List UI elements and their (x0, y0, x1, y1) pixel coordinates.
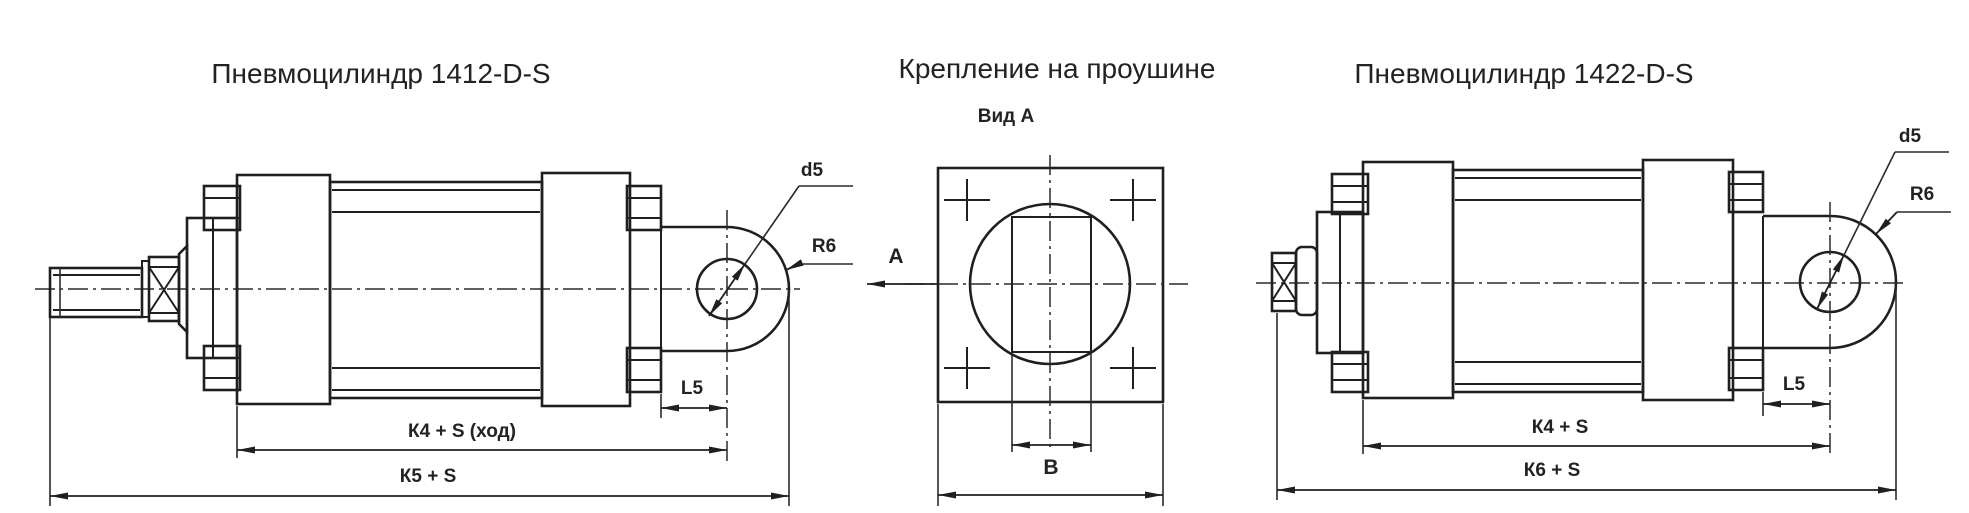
dimension-r6: R6 (1875, 184, 1951, 235)
front-cap (1361, 160, 1455, 400)
cylinder-tube (328, 180, 544, 400)
dimension-k4: К4 + S (1362, 400, 1830, 454)
dimension-b: В (1011, 354, 1092, 479)
right-title: Пневмоцилиндр 1422-D-S (1354, 58, 1693, 89)
k4-label: К4 + S (1532, 417, 1589, 438)
view-a-label: Вид А (978, 106, 1035, 127)
dimension-l5: L5 (1762, 374, 1830, 416)
eye-lug (1762, 202, 1898, 458)
bolt-hole-cross-tr (1110, 179, 1156, 221)
view-direction-arrow: А (867, 245, 938, 288)
dimension-r6: R6 (785, 236, 853, 271)
center-title: Крепление на проушине (899, 53, 1216, 84)
tie-rod-nut-rear-top (1727, 170, 1765, 214)
left-cylinder-drawing: Пневмоцилиндр 1412-D-S (35, 58, 853, 506)
l5-label: L5 (1783, 374, 1806, 395)
bolt-hole-cross-br (1110, 347, 1156, 389)
d5-label: d5 (801, 160, 824, 181)
rear-cap (1641, 158, 1735, 402)
dimension-k4: К4 + S (ход) (236, 406, 727, 458)
k6-label: К6 + S (1524, 460, 1581, 481)
cylinder-tube (1451, 168, 1645, 394)
d5-label: d5 (1899, 126, 1922, 147)
r6-label: R6 (812, 236, 836, 257)
r6-label: R6 (1910, 184, 1934, 205)
rear-cap (540, 171, 632, 408)
arrow-a-label: А (888, 245, 903, 268)
rod-nut (1270, 245, 1319, 317)
k4-label: К4 + S (ход) (408, 421, 516, 442)
dimension-d5: d5 (708, 160, 853, 317)
piston-rod (48, 266, 144, 319)
dimension-plate-width (937, 404, 1164, 506)
tie-rod-nut-front-bottom (202, 344, 242, 392)
dimension-k6: К6 + S (1276, 282, 1897, 500)
tie-rod-nut-front-top (202, 184, 242, 232)
dimension-k5: К5 + S (49, 289, 790, 506)
left-title: Пневмоцилиндр 1412-D-S (211, 58, 550, 89)
bolt-hole-cross-bl (944, 347, 990, 389)
front-plate (177, 216, 239, 360)
b-label: В (1043, 456, 1058, 479)
tie-rod-nut-rear-top (625, 184, 663, 232)
eye-mount-view: Крепление на проушине Вид А А (867, 53, 1215, 506)
l5-label: L5 (681, 378, 704, 399)
dimension-l5: L5 (660, 378, 727, 418)
rod-nut (141, 255, 181, 323)
tie-rod-nut-rear-bottom (1727, 346, 1765, 392)
right-cylinder-drawing: Пневмоцилиндр 1422-D-S (1256, 58, 1951, 500)
dimension-d5: d5 (1816, 126, 1949, 310)
k5-label: К5 + S (400, 466, 457, 487)
bolt-hole-cross-tl (944, 179, 990, 221)
eye-lug (660, 210, 791, 462)
tie-rod-nut-rear-bottom (625, 346, 663, 394)
